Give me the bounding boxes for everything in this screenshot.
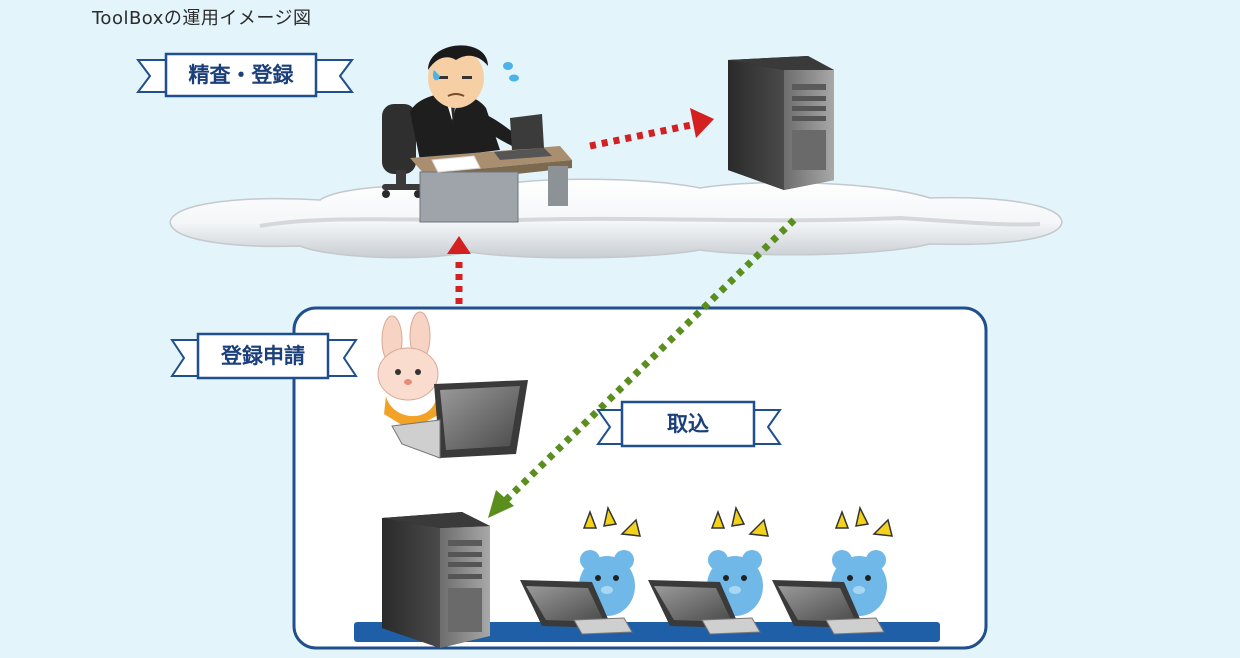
register-request-label: 登録申請 bbox=[220, 344, 305, 368]
mouse-with-laptop-icon bbox=[772, 505, 893, 635]
office-worker-icon bbox=[382, 45, 572, 223]
mouse-with-laptop-icon bbox=[520, 505, 641, 635]
mouse-with-laptop-icon bbox=[648, 505, 769, 635]
cloud-icon bbox=[169, 178, 1063, 259]
rabbit-with-laptop-icon bbox=[377, 311, 528, 459]
local-server-icon bbox=[382, 512, 490, 648]
review-register-label: 精査・登録 bbox=[189, 63, 295, 87]
ribbon-review-register: 精査・登録 bbox=[136, 52, 354, 98]
desk-strip bbox=[354, 622, 940, 642]
ribbon-register-request: 登録申請 bbox=[170, 332, 358, 380]
page-title: ToolBoxの運用イメージ図 bbox=[92, 8, 312, 29]
arrow-import bbox=[488, 217, 797, 518]
arrow-worker-to-server bbox=[589, 108, 714, 150]
server-tower-icon bbox=[728, 56, 834, 190]
ribbon-import: 取込 bbox=[596, 400, 782, 448]
import-label: 取込 bbox=[667, 412, 709, 436]
